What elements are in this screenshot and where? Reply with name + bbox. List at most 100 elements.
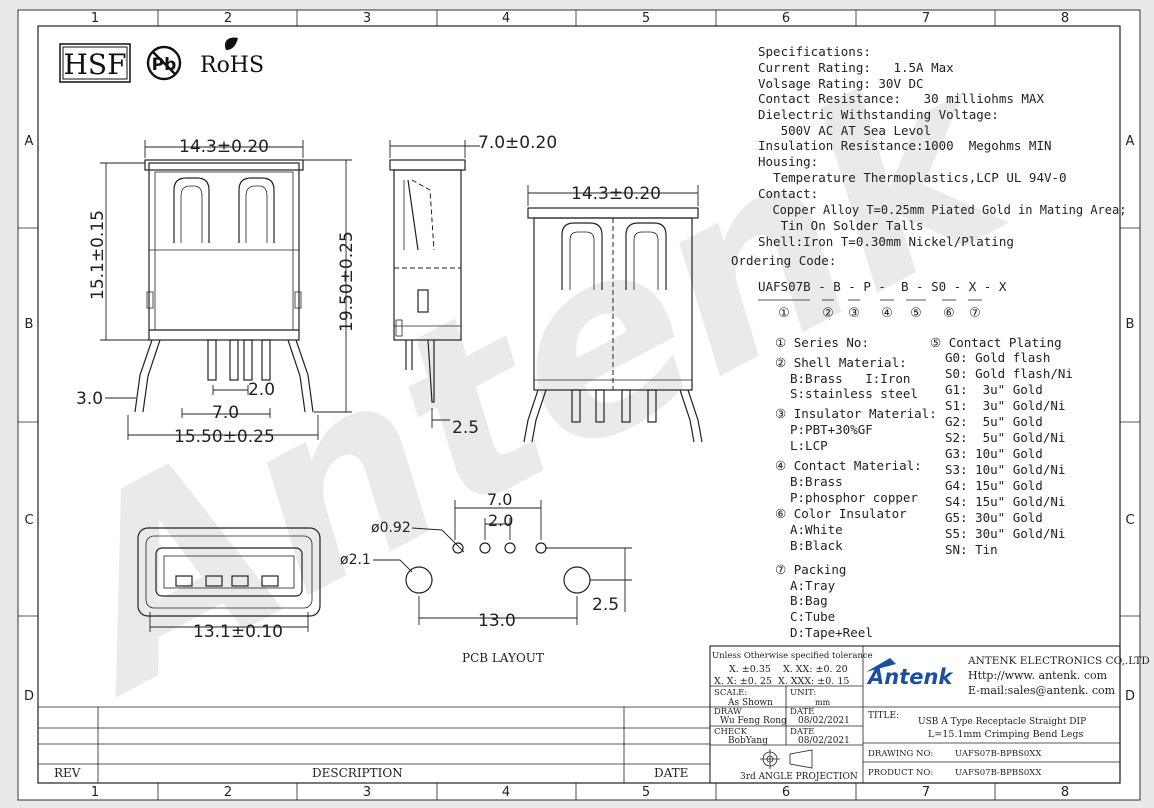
plating-item: G2: 5u" Gold <box>945 414 1043 429</box>
spec-line: Specifications: <box>758 44 871 59</box>
option-item: A:Tray <box>790 578 836 593</box>
side-depth-dim: 7.0±0.20 <box>478 133 557 153</box>
date-header: DATE <box>654 766 688 780</box>
front-pin-span-dim: 7.0 <box>212 403 239 423</box>
contact-plating-list: ⑤ Contact Plating G0: Gold flash S0: Gol… <box>930 335 1073 557</box>
front-height-dim: 15.1±0.15 <box>88 210 108 300</box>
option-item: C:Tube <box>790 609 835 624</box>
row-label: B <box>1126 317 1135 332</box>
plating-item: G3: 10u" Gold <box>945 446 1043 461</box>
pcb-pin-span-dim: 7.0 <box>487 490 512 509</box>
code-marker: ④ <box>881 306 893 321</box>
col-label: 5 <box>642 11 650 26</box>
spec-line: Current Rating: 1.5A Max <box>758 60 954 75</box>
row-label: A <box>25 134 34 149</box>
front-leg-span-dim: 15.50±0.25 <box>174 427 275 447</box>
col-label: 5 <box>642 785 650 800</box>
option-item: L:LCP <box>790 438 828 453</box>
col-label: 7 <box>922 11 930 26</box>
company-name: ANTENK ELECTRONICS CO,.LTD <box>967 655 1150 667</box>
col-label: 4 <box>502 785 510 800</box>
option-item: B:Bag <box>790 593 828 608</box>
option-heading: ④ Contact Material: <box>775 458 922 473</box>
projection-label: 3rd ANGLE PROJECTION <box>740 772 858 782</box>
option-heading: ② Shell Material: <box>775 355 907 370</box>
col-label: 6 <box>782 11 790 26</box>
plating-item: S3: 10u" Gold/Ni <box>945 462 1065 477</box>
option-heading: ⑥ Color Insulator <box>775 506 907 521</box>
title-line: L=15.1mm Crimping Bend Legs <box>928 729 1083 740</box>
pcb-hole-large-dim: ø2.1 <box>340 552 371 568</box>
scale-value: As Shown <box>727 698 773 708</box>
code-marker: ② <box>822 306 834 321</box>
rohs-logo: RoHS <box>200 37 264 78</box>
col-label: 3 <box>363 11 371 26</box>
front-view-drawing <box>100 140 352 440</box>
row-label: A <box>1126 134 1135 149</box>
row-label: D <box>24 689 34 704</box>
row-label: C <box>24 513 33 528</box>
mouth-view-drawing <box>137 527 321 632</box>
draw-label: DRAW <box>714 707 742 717</box>
col-label: 1 <box>91 11 99 26</box>
spec-line: Copper Alloy T=0.25mm Piated Gold in Mat… <box>758 203 1126 217</box>
check-value: BobYang <box>728 736 768 746</box>
spec-line: Volsage Rating: 30V DC <box>758 76 924 91</box>
option-item: P:PBT+30%GF <box>790 422 873 437</box>
product-no: UAFS07B-BPBS0XX <box>955 768 1042 778</box>
hsf-logo: HSF <box>59 43 131 83</box>
spec-line: Shell:Iron T=0.30mm Nickel/Plating <box>758 234 1014 249</box>
grid-rows-left: A B C D <box>24 134 34 704</box>
back-width-dim: 14.3±0.20 <box>571 184 661 204</box>
date-label: DATE <box>790 707 814 717</box>
spec-line: Temperature Thermoplastics,LCP UL 94V-0 <box>758 170 1067 185</box>
scale-label: SCALE: <box>714 688 747 698</box>
option-item: B:Black <box>790 538 843 553</box>
no-lead-icon: Pb <box>146 45 182 81</box>
col-label: 7 <box>922 785 930 800</box>
svg-text:RoHS: RoHS <box>200 53 264 78</box>
plating-item: SN: Tin <box>945 542 998 557</box>
plating-item: S0: Gold flash/Ni <box>945 366 1073 381</box>
pcb-leg-offset-dim: 2.5 <box>592 595 619 615</box>
tolerance-heading: Unless Otherwise specified tolerance <box>712 651 873 661</box>
company-email: E-mail:sales@antenk. com <box>968 684 1116 697</box>
check-date: 08/02/2021 <box>798 736 850 746</box>
col-label: 6 <box>782 785 790 800</box>
col-label: 3 <box>363 785 371 800</box>
spec-line: Dielectric Withstanding Voltage: <box>758 107 999 122</box>
title-block <box>38 645 1121 784</box>
spec-line: Housing: <box>758 154 818 169</box>
col-label: 2 <box>224 11 232 26</box>
plating-item: S1: 3u" Gold/Ni <box>945 398 1065 413</box>
side-view-drawing <box>389 140 480 428</box>
plating-item: G5: 30u" Gold <box>945 510 1043 525</box>
pcb-layout-drawing <box>373 500 632 625</box>
code-marker: ⑦ <box>969 306 981 321</box>
spec-line: 500V AC AT Sea Levol <box>758 123 931 138</box>
front-width-dim: 14.3±0.20 <box>179 137 269 157</box>
description-header: DESCRIPTION <box>312 766 403 780</box>
col-label: 8 <box>1061 785 1069 800</box>
col-label: 2 <box>224 785 232 800</box>
svg-text:HSF: HSF <box>63 48 126 81</box>
title-line: USB A Type Receptacle Straight DIP <box>918 717 1086 727</box>
plating-item: S2: 5u" Gold/Ni <box>945 430 1065 445</box>
option-heading: ③ Insulator Material: <box>775 406 937 421</box>
pcb-layout-label: PCB LAYOUT <box>462 651 544 665</box>
tolerance-line: X. ±0.35 X. XX: ±0. 20 <box>729 664 848 675</box>
option-item: S:stainless steel <box>790 386 918 401</box>
ordering-code-label: Ordering Code: <box>731 253 836 268</box>
grid-columns-bottom: 1 2 3 4 5 6 7 8 <box>91 785 1069 800</box>
grid-rows-right: A B C D <box>1125 134 1135 704</box>
plating-item: S4: 15u" Gold/Ni <box>945 494 1065 509</box>
option-item: B:Brass <box>790 474 843 489</box>
option-item: D:Tape+Reel <box>790 625 873 640</box>
row-label: B <box>25 317 34 332</box>
tolerance-line: X. X: ±0. 25 X. XXX: ±0. 15 <box>714 676 849 687</box>
col-label: 4 <box>502 11 510 26</box>
mouth-width-dim: 13.1±0.10 <box>193 622 283 642</box>
draw-date: 08/02/2021 <box>798 716 850 726</box>
plating-item: G1: 3u" Gold <box>945 382 1043 397</box>
